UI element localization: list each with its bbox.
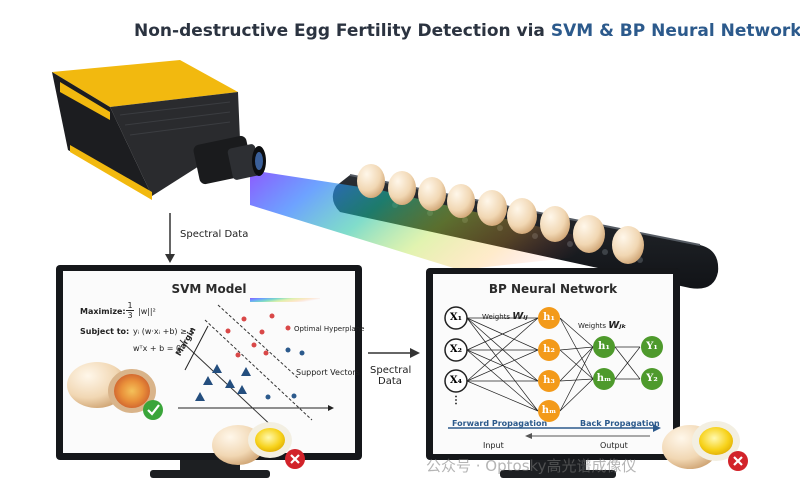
spectral-beam	[250, 170, 640, 270]
diagram-title: Non-destructive Egg Fertility Detection …	[134, 21, 800, 41]
svm-constraint-2: wᵀx + b = 0	[133, 344, 182, 353]
svm-formula-num: 1	[126, 301, 134, 311]
svm-formula-fraction: 1 3	[126, 301, 134, 320]
spectral-data-top-label: Spectral Data	[180, 229, 249, 240]
bp-result-egg	[662, 421, 748, 471]
svm-plot	[67, 298, 334, 469]
bp-hidden1-2: h₂	[543, 344, 555, 355]
title-highlight: SVM & BP Neural Network	[550, 21, 800, 41]
bp-input-2: X₂	[449, 344, 463, 355]
svm-title: SVM Model	[171, 282, 247, 296]
bp-input-ellipsis: ⋮	[451, 395, 461, 406]
bp-output-label: Output	[600, 441, 628, 450]
bp-back-label: Back Propagation	[580, 419, 660, 428]
svm-formula-den: 3	[127, 311, 133, 320]
spectral-data-mid-line1: Spectral	[370, 365, 412, 376]
svm-subject-label: Subject to:	[80, 327, 130, 336]
bp-weights-ij: Weights Wᵢⱼ	[482, 311, 528, 322]
bp-hidden2-1: h₁	[598, 341, 610, 352]
svm-formula-rest: |w||²	[138, 307, 156, 316]
spectral-arrow-down	[165, 213, 175, 263]
svm-support-vectors-label: Support Vectors	[296, 368, 360, 377]
bp-weights-ij-label: Weights	[482, 313, 511, 321]
bp-input-1: X₁	[449, 312, 463, 323]
hyperspectral-camera	[52, 60, 266, 200]
bp-title: BP Neural Network	[488, 282, 618, 296]
bp-weights-ij-symbol: Wᵢⱼ	[512, 311, 528, 322]
bp-input-4: X₄	[449, 375, 463, 386]
bp-weights-jk-label: Weights	[578, 322, 607, 330]
check-icon	[143, 400, 163, 420]
svm-maximize-label: Maximize:	[80, 307, 126, 316]
bp-hidden1-3: h₃	[543, 375, 555, 386]
bp-nodes	[444, 306, 663, 422]
bp-output-1: Y₁	[646, 341, 658, 352]
bp-hidden1-1: h₁	[543, 312, 555, 323]
bp-weights-jk: Weights Wⱼₖ	[578, 320, 626, 331]
spectral-data-mid-line2: Data	[378, 376, 402, 387]
title-prefix: Non-destructive Egg Fertility Detection …	[134, 21, 545, 41]
bp-weights-jk-symbol: Wⱼₖ	[608, 320, 627, 331]
svm-hyperplane-label: Optimal Hyperplane	[294, 325, 365, 333]
spectral-arrow-right	[368, 348, 420, 358]
bp-monitor	[426, 268, 680, 478]
egg-row	[357, 164, 644, 264]
bp-input-label: Input	[483, 441, 504, 450]
propagation-arrows	[448, 424, 661, 439]
bp-output-2: Y₂	[646, 373, 658, 384]
spectral-data-mid-label: Spectral Data	[370, 365, 412, 387]
svm-constraint-1: yᵢ (w·xᵢ +b) ≥ 1	[133, 327, 195, 336]
bp-connections	[466, 317, 641, 412]
watermark: 公众号 · Optosky高光谱成像仪	[426, 457, 637, 475]
bp-forward-label: Forward Propagation	[452, 419, 548, 428]
bp-hidden2-m: hₘ	[596, 373, 612, 384]
bp-hidden1-m: hₘ	[541, 405, 557, 416]
